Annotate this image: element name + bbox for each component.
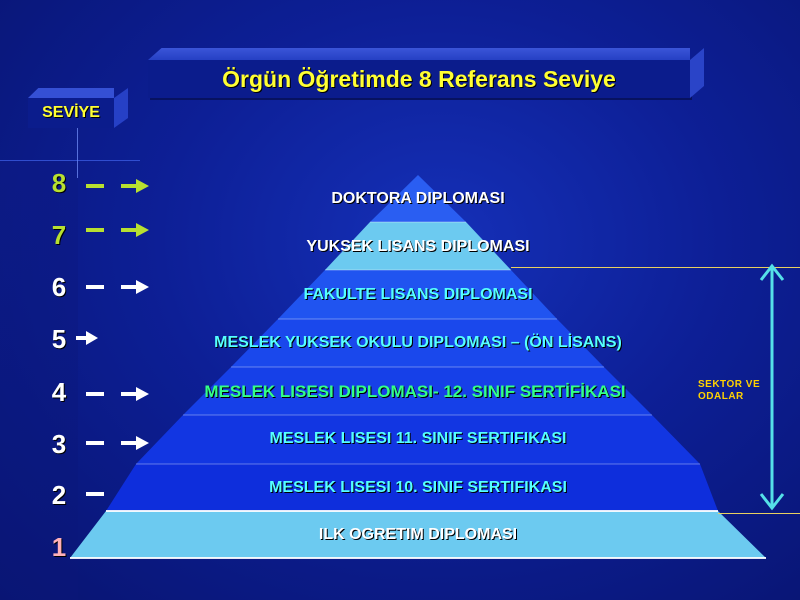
left-band	[0, 160, 78, 600]
level-label-4: MESLEK LISESI DIPLOMASI- 12. SINIF SERTİ…	[204, 382, 626, 401]
side-label-line1: SEKTOR VE	[698, 379, 761, 390]
arrow-right-icon	[76, 331, 98, 345]
level-dash-4	[86, 392, 104, 396]
level-dash-3	[86, 441, 104, 445]
arrow-right-icon	[121, 280, 149, 294]
pyramid-band-1	[70, 511, 766, 558]
level-number-5: 5	[51, 324, 67, 354]
level-label-5: MESLEK YUKSEK OKULU DIPLOMASI – (ÖN LİSA…	[214, 334, 622, 351]
arrow-right-icon	[121, 387, 149, 401]
arrow-right-icon	[121, 179, 149, 193]
side-label: SEKTOR VE ODALAR	[698, 379, 778, 403]
level-number-8: 8	[51, 168, 67, 198]
level-label-3: MESLEK LISESI 11. SINIF SERTIFIKASI	[269, 430, 567, 447]
bracket-line-bottom	[718, 513, 800, 514]
level-number-4: 4	[51, 377, 67, 407]
divider-line	[0, 160, 140, 161]
pyramid-band-3	[136, 415, 700, 464]
arrow-right-icon	[121, 436, 149, 450]
pyramid-band-8	[370, 175, 466, 222]
level-number-3: 3	[51, 429, 67, 459]
level-number-1: 1	[51, 532, 67, 562]
divider-line-vertical	[77, 128, 78, 178]
level-number-6: 6	[51, 272, 67, 302]
level-header-box: SEVİYE	[28, 98, 114, 128]
level-label-8: DOKTORA DIPLOMASI	[331, 190, 505, 207]
title-banner: Örgün Öğretimde 8 Referans Seviye	[148, 60, 690, 98]
level-number-7: 7	[51, 220, 67, 250]
side-label-line2: ODALAR	[698, 391, 744, 402]
level-header: SEVİYE	[42, 104, 100, 121]
level-number-2: 2	[51, 480, 67, 510]
level-dash-8	[86, 184, 104, 188]
arrow-right-icon	[121, 223, 149, 237]
pyramid-band-4	[183, 367, 652, 415]
page-title: Örgün Öğretimde 8 Referans Seviye	[222, 65, 616, 92]
pyramid-band-2	[106, 464, 718, 511]
pyramid-band-7	[325, 222, 511, 270]
level-label-2: MESLEK LISESI 10. SINIF SERTIFIKASI	[269, 479, 567, 496]
level-label-1: ILK OGRETIM DIPLOMASI	[318, 526, 518, 543]
pyramid-band-6	[278, 270, 557, 319]
level-label-6: FAKULTE LISANS DIPLOMASI	[303, 286, 533, 303]
level-dash-7	[86, 228, 104, 232]
level-label-7: YUKSEK LISANS DIPLOMASI	[306, 238, 530, 255]
level-dash-2	[86, 492, 104, 496]
pyramid-band-5	[231, 319, 604, 367]
double-arrow-icon	[759, 263, 785, 511]
level-dash-6	[86, 285, 104, 289]
bracket-line-top	[511, 267, 800, 268]
